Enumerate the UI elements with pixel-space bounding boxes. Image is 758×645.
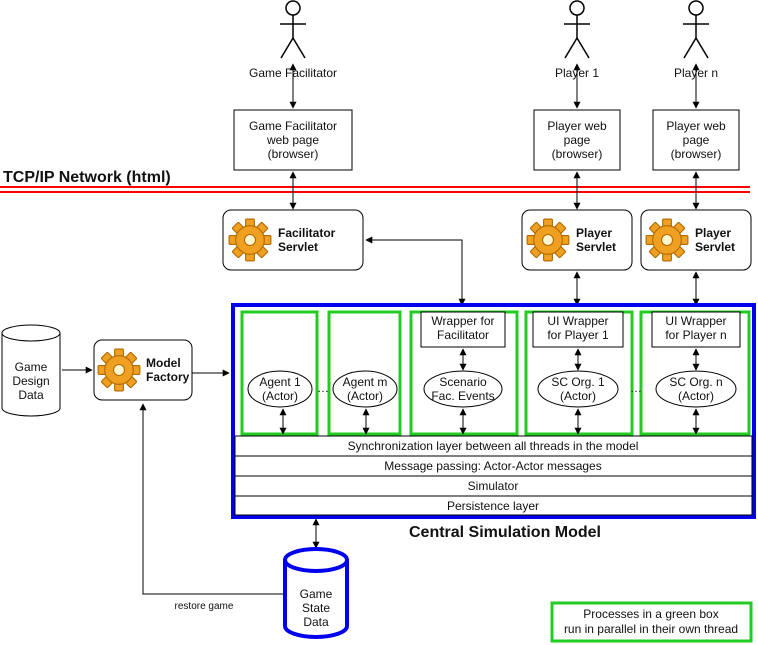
wrapper-label: for Player n bbox=[665, 328, 726, 342]
layer-stack: Synchronization layer between all thread… bbox=[234, 435, 753, 516]
web-page-line: Player web bbox=[547, 119, 607, 133]
layer-label: Synchronization layer between all thread… bbox=[348, 439, 639, 453]
legend-line: Processes in a green box bbox=[583, 607, 718, 621]
legend-line: run in parallel in their own thread bbox=[564, 622, 738, 636]
game-state-data-store: Game State Data bbox=[283, 547, 349, 639]
person-icon bbox=[682, 0, 710, 59]
layer-label: Persistence layer bbox=[447, 499, 539, 513]
actor-line: (Actor) bbox=[678, 389, 714, 403]
gear-icon bbox=[97, 348, 141, 392]
gear-icon bbox=[645, 218, 689, 262]
ellipsis-dots: … bbox=[317, 381, 329, 395]
actor-line: Agent 1 bbox=[259, 375, 301, 389]
wrapper-label: UI Wrapper bbox=[665, 314, 726, 328]
facilitator-servlet: Facilitator Servlet bbox=[222, 209, 364, 271]
gear-icon bbox=[526, 218, 570, 262]
web-page-facilitator: Game Facilitator web page (browser) bbox=[233, 109, 353, 171]
actor-line: SC Org. 1 bbox=[551, 375, 605, 389]
store-label: Data bbox=[18, 388, 44, 402]
agent-m-actor: Agent m (Actor) bbox=[332, 370, 398, 408]
persistence-layer bbox=[234, 495, 753, 516]
servlet-label: Player bbox=[576, 226, 612, 240]
person-icon bbox=[563, 0, 591, 59]
actor-line: (Actor) bbox=[560, 389, 596, 403]
tcp-ip-network: TCP/IP Network (html) bbox=[0, 169, 750, 193]
web-page-line: page bbox=[564, 133, 591, 147]
servlet-label: Facilitator bbox=[278, 226, 336, 240]
wrapper-player-1: UI Wrapper for Player 1 bbox=[532, 311, 624, 348]
store-label: Game bbox=[300, 587, 333, 601]
ellipsis-dots: … bbox=[630, 381, 642, 395]
game-design-data-store: Game Design Data bbox=[1, 324, 61, 417]
web-page-line: (browser) bbox=[671, 147, 722, 161]
agent-1-actor: Agent 1 (Actor) bbox=[247, 370, 313, 408]
sc-org-n-actor: SC Org. n (Actor) bbox=[655, 370, 737, 408]
factory-label: Model bbox=[146, 356, 181, 370]
actor-line: Scenario bbox=[439, 375, 487, 389]
factory-label: Factory bbox=[146, 370, 190, 384]
actor-line: SC Org. n bbox=[669, 375, 722, 389]
restore-game-arrow bbox=[139, 403, 283, 595]
store-label: Game bbox=[15, 360, 48, 374]
store-label: State bbox=[302, 601, 330, 615]
wrapper-label: for Player 1 bbox=[547, 328, 609, 342]
gear-icon bbox=[228, 218, 272, 262]
actor-line: Fac. Events bbox=[431, 389, 494, 403]
actor-line: (Actor) bbox=[262, 389, 298, 403]
player-n-servlet: Player Servlet bbox=[640, 209, 752, 271]
sc-org-1-actor: SC Org. 1 (Actor) bbox=[537, 370, 619, 408]
wrapper-label: UI Wrapper bbox=[547, 314, 608, 328]
web-page-player-n: Player web page (browser) bbox=[652, 109, 740, 171]
wrapper-player-n: UI Wrapper for Player n bbox=[651, 311, 741, 348]
web-page-line: web page bbox=[266, 133, 319, 147]
connector-arrow bbox=[365, 236, 466, 306]
servlet-label: Servlet bbox=[278, 240, 318, 254]
servlet-label: Servlet bbox=[695, 240, 735, 254]
store-label: Data bbox=[303, 615, 329, 629]
web-page-player-1: Player web page (browser) bbox=[533, 109, 621, 171]
player-1-servlet: Player Servlet bbox=[521, 209, 633, 271]
web-page-line: (browser) bbox=[268, 147, 319, 161]
restore-game-label: restore game bbox=[175, 601, 234, 612]
wrapper-facilitator: Wrapper for Facilitator bbox=[420, 311, 506, 348]
servlet-label: Servlet bbox=[576, 240, 616, 254]
legend-box bbox=[550, 601, 753, 643]
layer-label: Message passing: Actor-Actor messages bbox=[384, 459, 601, 473]
wrapper-label: Facilitator bbox=[437, 328, 489, 342]
store-label: Design bbox=[12, 374, 49, 388]
layer-label: Simulator bbox=[468, 479, 519, 493]
wrapper-label: Wrapper for bbox=[431, 314, 494, 328]
actor-line: (Actor) bbox=[347, 389, 383, 403]
model-factory: Model Factory bbox=[93, 339, 193, 401]
web-page-line: Player web bbox=[666, 119, 726, 133]
actor-line: Agent m bbox=[343, 375, 388, 389]
web-page-line: (browser) bbox=[552, 147, 603, 161]
web-page-line: Game Facilitator bbox=[249, 119, 337, 133]
scenario-events: Scenario Fac. Events bbox=[423, 370, 503, 408]
person-icon bbox=[279, 0, 307, 59]
legend: Processes in a green box run in parallel… bbox=[550, 601, 753, 643]
servlet-label: Player bbox=[695, 226, 731, 240]
network-label: TCP/IP Network (html) bbox=[3, 169, 171, 186]
web-page-line: page bbox=[683, 133, 710, 147]
model-title: Central Simulation Model bbox=[409, 524, 601, 541]
